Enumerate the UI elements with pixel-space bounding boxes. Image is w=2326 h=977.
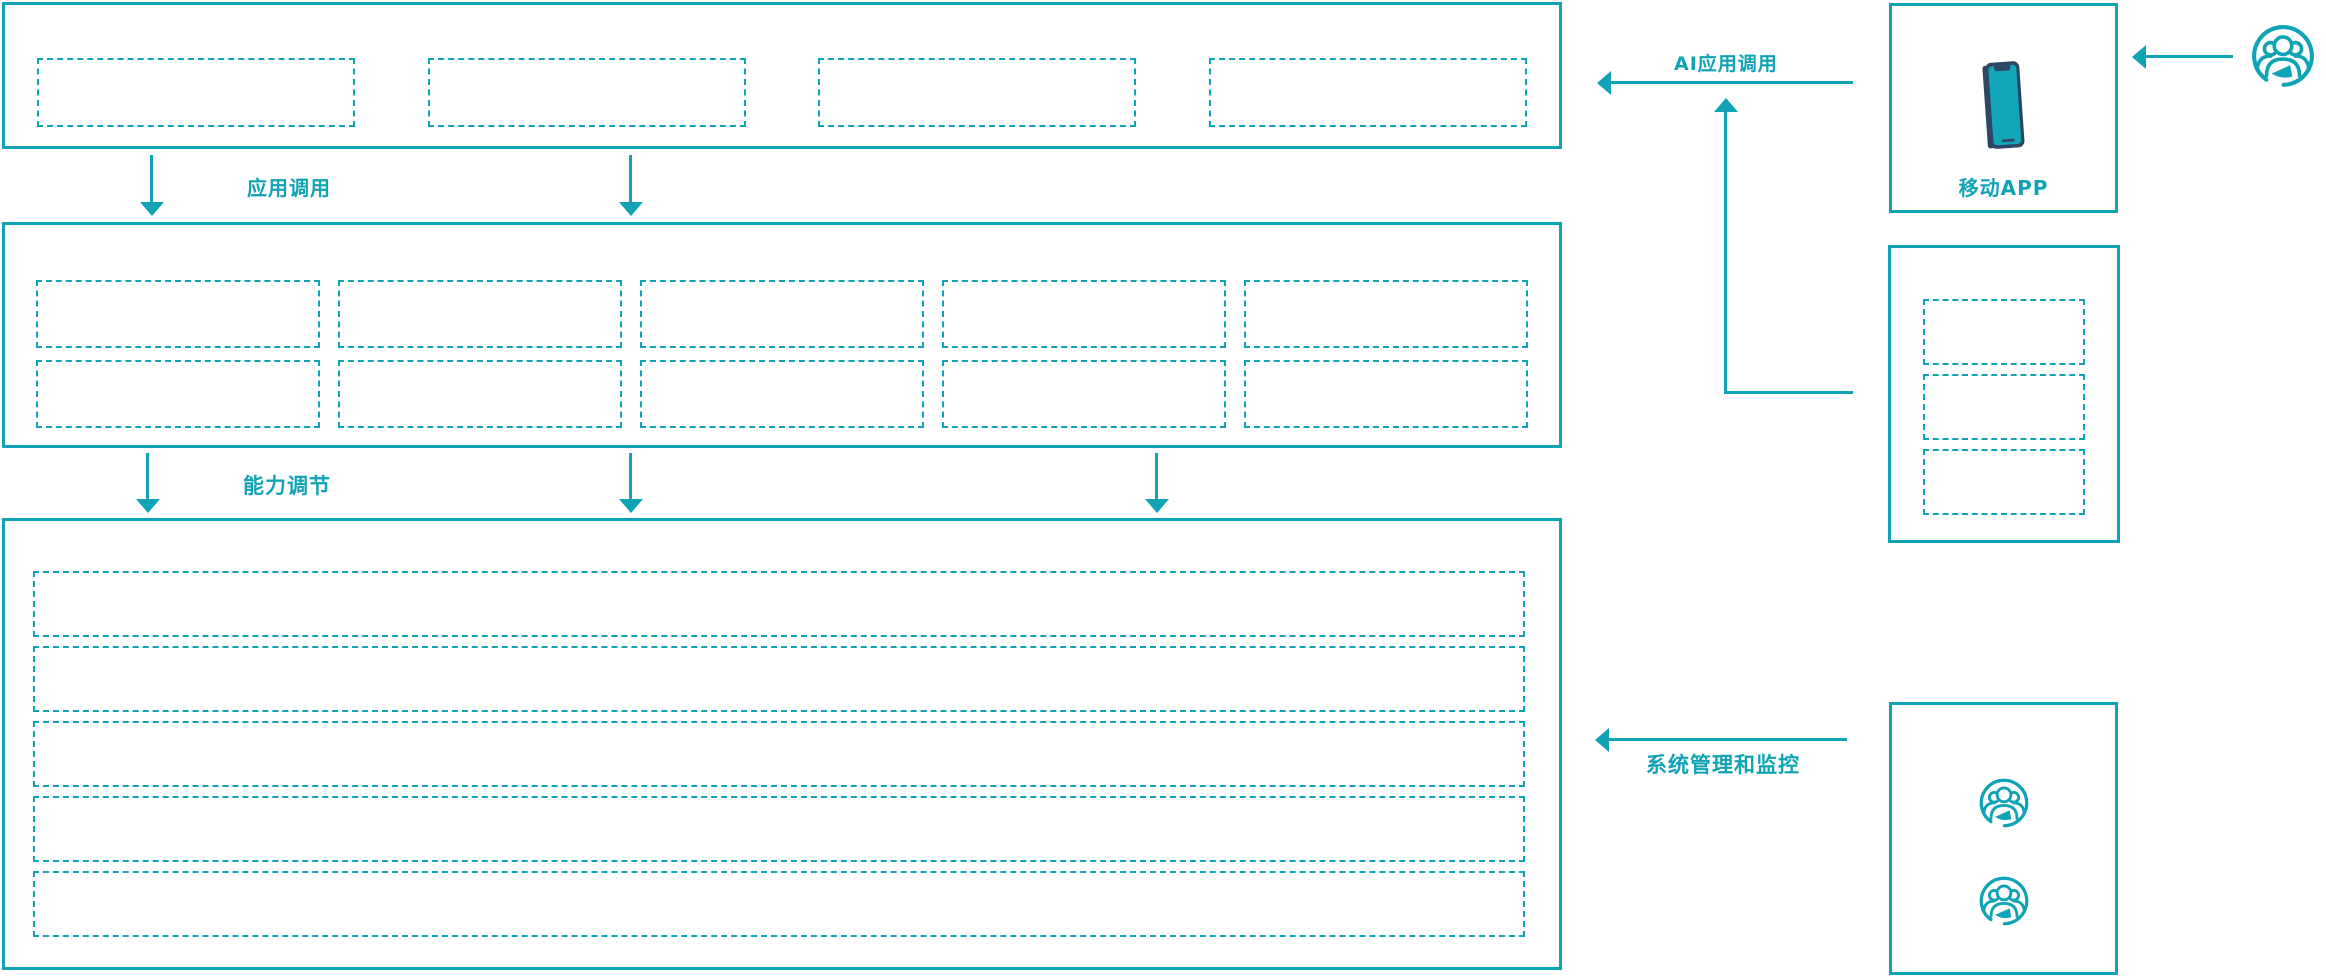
placeholder-box: [1244, 360, 1528, 428]
system-monitor-arrow: [1609, 738, 1847, 741]
mobile-app-panel: 移动APP: [1889, 3, 2118, 213]
arrowhead-down-icon: [1145, 499, 1169, 513]
admin-icons: [1892, 777, 2115, 927]
placeholder-box: [36, 360, 320, 428]
ai-app-call-arrow: [1611, 81, 1853, 84]
placeholder-box: [33, 796, 1525, 862]
down-arrow-app-call-1: [150, 155, 153, 202]
placeholder-box: [33, 571, 1525, 637]
arrowhead-down-icon: [619, 202, 643, 216]
capability-layer-panel: [2, 222, 1562, 448]
smartphone-icon: [1977, 56, 2031, 160]
mobile-app-label: 移动APP: [1958, 176, 2049, 200]
down-arrow-capability-3: [1155, 453, 1158, 499]
placeholder-box: [1208, 58, 1527, 127]
placeholder-box: [942, 360, 1226, 428]
placeholder-box: [33, 721, 1525, 787]
user-to-app-arrow: [2146, 55, 2233, 58]
component-panel: [1888, 245, 2120, 543]
capability-layer-row-1: [36, 280, 1528, 348]
arrowhead-up-icon: [1714, 98, 1738, 112]
placeholder-box: [640, 280, 924, 348]
placeholder-box: [1923, 299, 2085, 365]
placeholder-box: [1923, 449, 2085, 515]
down-arrow-capability-2: [629, 453, 632, 499]
platform-layer-rows: [33, 571, 1525, 937]
platform-layer-panel: [2, 518, 1562, 970]
arrowhead-left-icon: [1597, 71, 1611, 95]
application-layer-panel: [2, 2, 1562, 149]
arrowhead-left-icon: [1595, 728, 1609, 752]
arrowhead-down-icon: [140, 202, 164, 216]
arrowhead-down-icon: [136, 499, 160, 513]
component-panel-slots: [1923, 299, 2085, 515]
arrowhead-left-icon: [2132, 45, 2146, 69]
component-connector-horizontal: [1724, 391, 1853, 394]
placeholder-box: [427, 58, 746, 127]
app-call-label: 应用调用: [247, 176, 331, 200]
capability-layer-row-2: [36, 360, 1528, 428]
placeholder-box: [33, 871, 1525, 937]
placeholder-box: [818, 58, 1137, 127]
placeholder-box: [338, 280, 622, 348]
admin-users-panel: [1889, 702, 2118, 975]
users-group-icon: [2250, 23, 2316, 93]
ai-app-call-label: AI应用调用: [1674, 53, 1778, 75]
down-arrow-app-call-2: [629, 155, 632, 202]
users-group-icon: [1979, 778, 2028, 828]
placeholder-box: [1244, 280, 1528, 348]
application-layer-slots: [37, 58, 1527, 127]
component-connector-vertical: [1724, 112, 1727, 393]
placeholder-box: [942, 280, 1226, 348]
capability-adjust-label: 能力调节: [243, 474, 331, 498]
down-arrow-capability-1: [146, 453, 149, 499]
placeholder-box: [37, 58, 355, 127]
users-group-icon: [1979, 876, 2028, 926]
placeholder-box: [33, 646, 1525, 712]
placeholder-box: [36, 280, 320, 348]
system-monitor-label: 系统管理和监控: [1646, 753, 1800, 777]
placeholder-box: [338, 360, 622, 428]
placeholder-box: [640, 360, 924, 428]
placeholder-box: [1923, 374, 2085, 440]
arrowhead-down-icon: [619, 499, 643, 513]
